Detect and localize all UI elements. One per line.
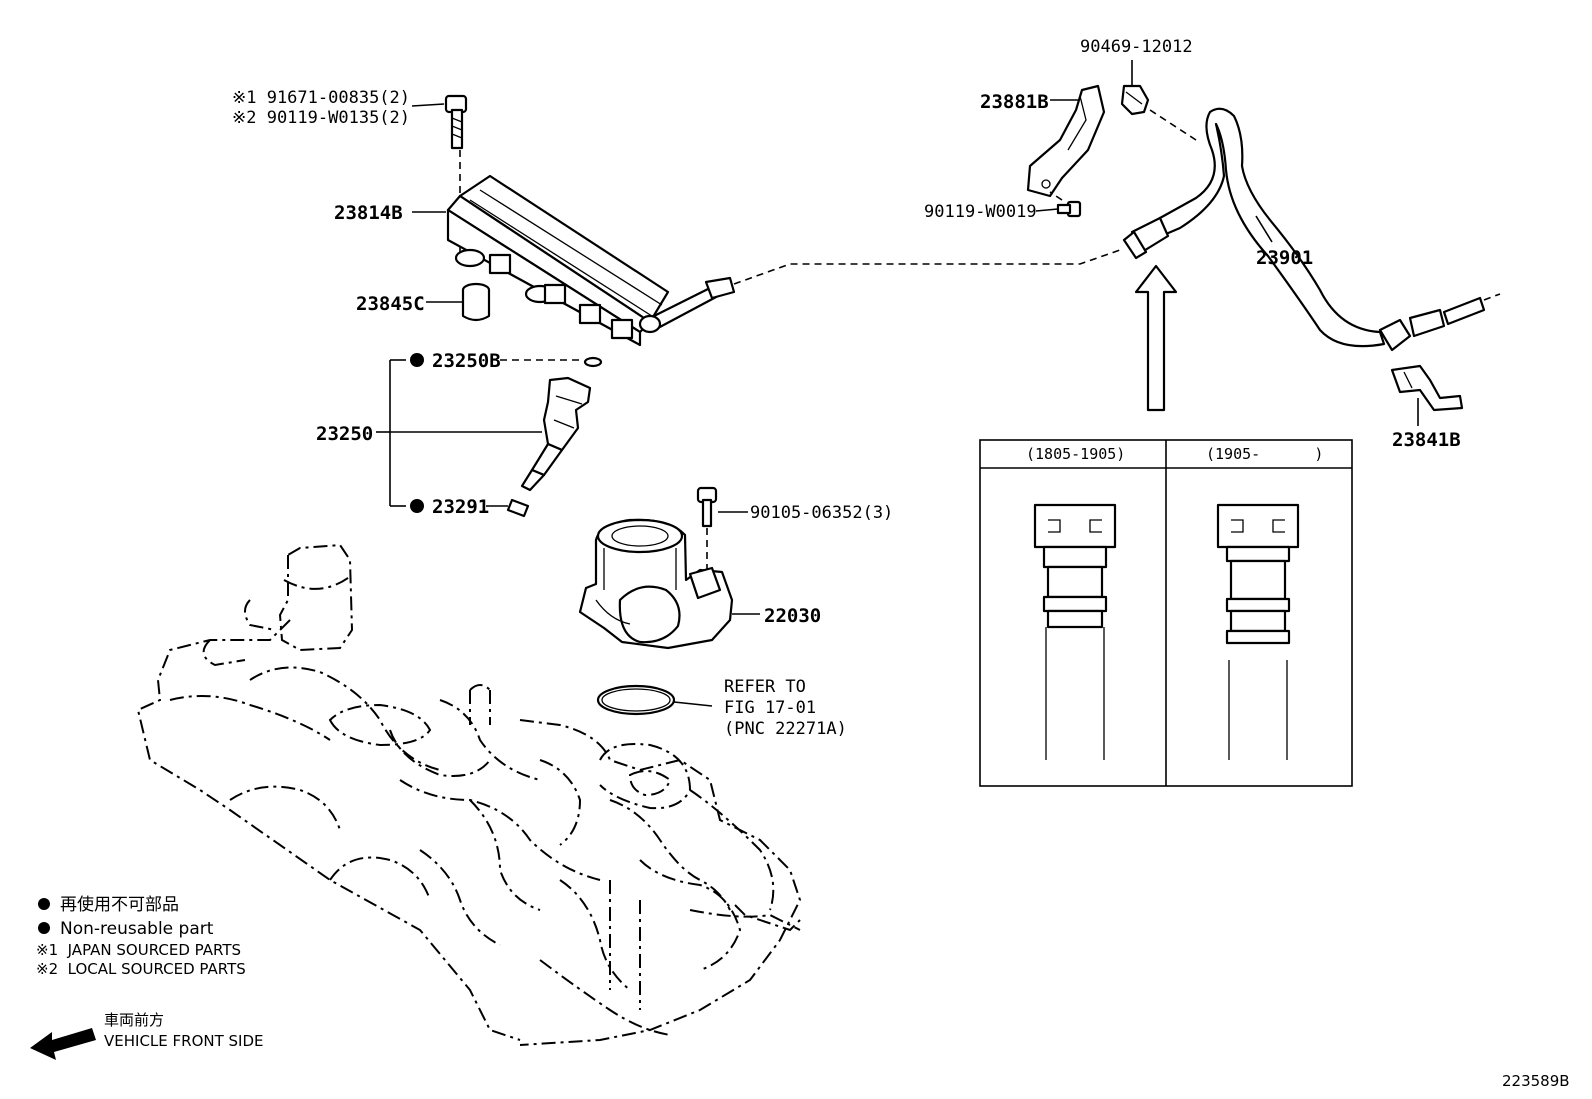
- label-bolt-note1: ※1 91671-00835(2): [232, 88, 410, 108]
- dash-clamp-hose: [1149, 109, 1197, 141]
- fuel-rail: [446, 174, 736, 347]
- label-oring: 23250B: [432, 350, 501, 372]
- fuel-line-dashed: [733, 249, 1121, 285]
- leader-gasket: [673, 701, 713, 707]
- leader-bracket-bolt: [1035, 208, 1059, 212]
- detail-arrow: [1134, 264, 1178, 412]
- label-top-clamp: 90469-12012: [1080, 37, 1193, 57]
- bracket-bolt: [1049, 191, 1082, 218]
- connector-detail-box: [979, 439, 1353, 787]
- throttle-gasket: [596, 684, 676, 716]
- label-bracket: 23881B: [980, 91, 1049, 113]
- leader-fuel-hose: [1255, 215, 1273, 243]
- label-bracket-bolt: 90119-W0019: [924, 202, 1037, 222]
- label-refer-2: FIG 17-01: [724, 698, 816, 718]
- fuel-hose: [1122, 107, 1501, 352]
- label-throttle-bolt: 90105-06352(3): [750, 503, 893, 523]
- leader-bolt: [411, 103, 445, 107]
- legend-dot-1: [38, 898, 50, 910]
- label-right-clamp: 23841B: [1392, 429, 1461, 451]
- spacer: [461, 282, 491, 322]
- label-throttle-body: 22030: [764, 605, 821, 627]
- detail-header-old: (1805-1905): [1026, 445, 1125, 463]
- label-spacer: 23845C: [356, 293, 425, 315]
- label-refer-1: REFER TO: [724, 677, 806, 697]
- figure-id: 223589B: [1502, 1072, 1570, 1090]
- label-injector: 23250: [316, 423, 373, 445]
- right-clamp: [1390, 364, 1464, 412]
- connector-old: [1033, 503, 1117, 760]
- front-arrow-icon: [30, 1028, 96, 1060]
- legend-japan-sourced: ※1 JAPAN SOURCED PARTS: [36, 941, 241, 959]
- oring: [583, 356, 603, 368]
- injector-insulator: [506, 498, 530, 518]
- nonreusable-dot-insulator: [410, 499, 424, 513]
- fuel-hose-bracket: [1026, 84, 1106, 198]
- detail-header-new: (1905- ): [1206, 445, 1323, 463]
- label-insulator: 23291: [432, 496, 489, 518]
- label-fuel-hose: 23901: [1256, 247, 1313, 269]
- legend-local-sourced: ※2 LOCAL SOURCED PARTS: [36, 960, 246, 978]
- label-bolt-note2: ※2 90119-W0135(2): [232, 108, 410, 128]
- throttle-body-bolt: [696, 486, 718, 570]
- connector-new: [1216, 503, 1300, 760]
- direction-en: VEHICLE FRONT SIDE: [104, 1032, 264, 1050]
- legend-nonreusable-jp: 再使用不可部品: [60, 894, 179, 915]
- legend-nonreusable-en: Non-reusable part: [60, 919, 214, 939]
- nonreusable-dot-oring: [410, 353, 424, 367]
- direction-jp: 車両前方: [104, 1011, 164, 1029]
- top-clamp: [1120, 84, 1150, 116]
- label-refer-3: (PNC 22271A): [724, 719, 847, 739]
- legend-dot-2: [38, 922, 50, 934]
- intake-manifold-outline: [136, 543, 802, 1046]
- fuel-injector: [520, 376, 592, 492]
- label-fuel-rail: 23814B: [334, 202, 403, 224]
- throttle-body: [578, 518, 734, 650]
